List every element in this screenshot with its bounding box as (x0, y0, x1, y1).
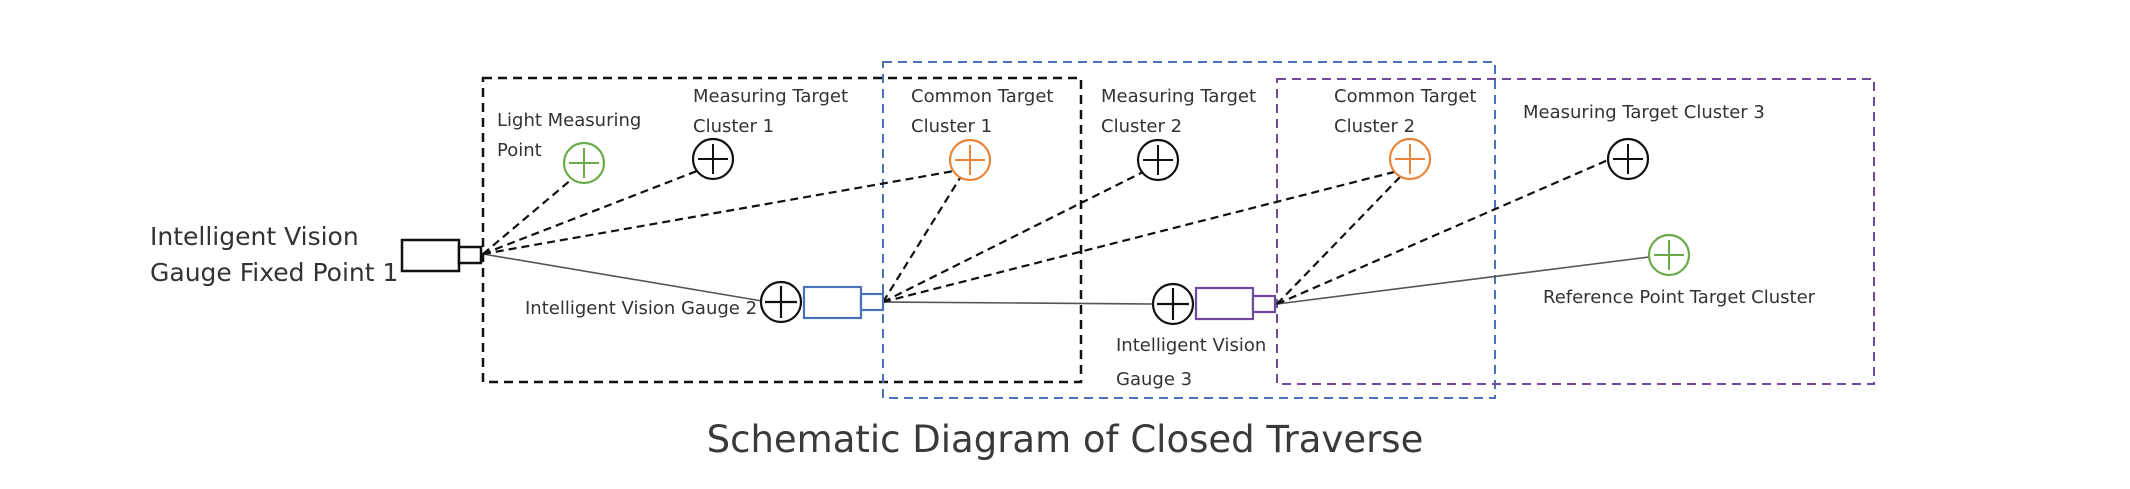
sight-line (482, 178, 573, 255)
sight-line (1276, 176, 1401, 305)
measuring-target-cluster-2-target-icon (1136, 138, 1180, 182)
common-target-cluster-1-target-icon (948, 138, 992, 182)
measuring-target-cluster-1-target-icon (691, 137, 735, 181)
gauge-2-station-box (882, 61, 1496, 399)
gauge-1-station-box (481, 76, 1083, 384)
traverse-line-2-3 (882, 301, 1154, 305)
common-target-cluster-1-label: Common Target Cluster 1 (911, 86, 1054, 137)
gauge-3-station-box (1276, 78, 1875, 385)
sight-line (482, 169, 698, 256)
sight-line (1276, 158, 1609, 306)
gauge-2-camera-icon (802, 285, 885, 320)
gauge-2-label: Intelligent Vision Gauge 2 (525, 298, 758, 319)
measuring-target-cluster-2-label: Measuring Target Cluster 2 (1101, 86, 1257, 137)
sight-line (882, 171, 1144, 303)
fixed-point-1-label: Intelligent Vision Gauge Fixed Point 1 (150, 222, 399, 287)
sight-line (482, 169, 955, 256)
gauge-2-target-icon (759, 280, 803, 324)
light-measuring-point-label: Light Measuring Point (497, 110, 642, 161)
fixed-point-1-camera-icon (400, 238, 483, 273)
sight-line (882, 170, 1395, 304)
traverse-line-1-2 (482, 253, 763, 302)
common-target-cluster-2-label: Common Target Cluster 2 (1334, 86, 1477, 137)
gauge-3-label: Intelligent Vision Gauge 3 (1116, 335, 1267, 390)
gauge-3-target-icon (1151, 282, 1195, 326)
sight-line (882, 177, 961, 303)
light-measuring-point-target-icon (562, 141, 606, 185)
reference-point-target-cluster-label: Reference Point Target Cluster (1543, 287, 1816, 308)
diagram-title: Schematic Diagram of Closed Traverse (706, 418, 1424, 461)
common-target-cluster-2-target-icon (1388, 137, 1432, 181)
measuring-target-cluster-3-label: Measuring Target Cluster 3 (1523, 102, 1765, 123)
measuring-target-cluster-3-target-icon (1606, 137, 1650, 181)
reference-point-target-cluster-target-icon (1647, 233, 1691, 277)
measuring-target-cluster-1-label: Measuring Target Cluster 1 (693, 86, 849, 137)
traverse-line-3-ref (1276, 256, 1650, 305)
gauge-3-camera-icon (1194, 286, 1277, 321)
